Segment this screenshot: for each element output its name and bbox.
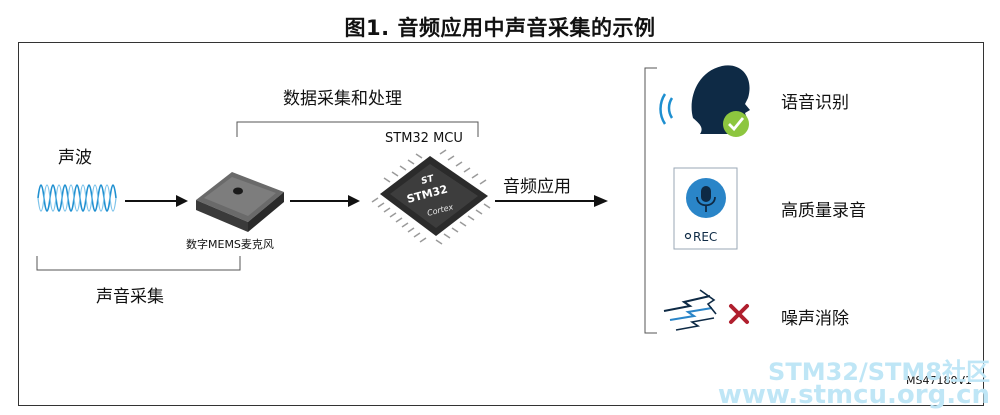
bracket-applications [644, 67, 657, 334]
app-label-hq-recording: 高质量录音 [781, 201, 866, 221]
app-label-speech-recognition: 语音识别 [781, 93, 849, 113]
noise-cancel-icon [663, 289, 749, 331]
rec-badge-label: REC [693, 230, 717, 244]
arrow-mic-to-mcu [290, 195, 360, 207]
speaking-head-check-icon [659, 65, 750, 137]
app-label-noise-cancel: 噪声消除 [781, 309, 849, 329]
mcu-chip: ST STM32 Cortex [371, 149, 491, 245]
bracket-sound-capture [36, 256, 241, 271]
mcu-chip-logo: ST [420, 174, 436, 187]
figure-title: 图1. 音频应用中声音采集的示例 [344, 16, 656, 40]
mems-microphone [196, 172, 284, 232]
sound-capture-label: 声音采集 [96, 287, 164, 307]
figure-frame [18, 42, 984, 406]
sound-wave-label: 声波 [58, 148, 92, 168]
bracket-data-processing [236, 121, 479, 137]
microphone-rec-icon: REC [673, 167, 738, 250]
mic-label: 数字MEMS麦克风 [186, 238, 274, 251]
watermark-line2: www.stmcu.org.cn [717, 380, 990, 410]
arrow-wave-to-mic [125, 195, 188, 207]
audio-app-label: 音频应用 [503, 177, 571, 197]
mcu-label: STM32 MCU [385, 131, 463, 146]
sound-wave-shadow [37, 184, 117, 212]
data-processing-label: 数据采集和处理 [283, 89, 402, 109]
sound-wave [37, 184, 117, 212]
arrow-mcu-to-apps [495, 195, 608, 207]
figure-code: MS47180V1 [906, 374, 972, 387]
watermark-line1: STM32/STM8社区 [768, 358, 990, 386]
